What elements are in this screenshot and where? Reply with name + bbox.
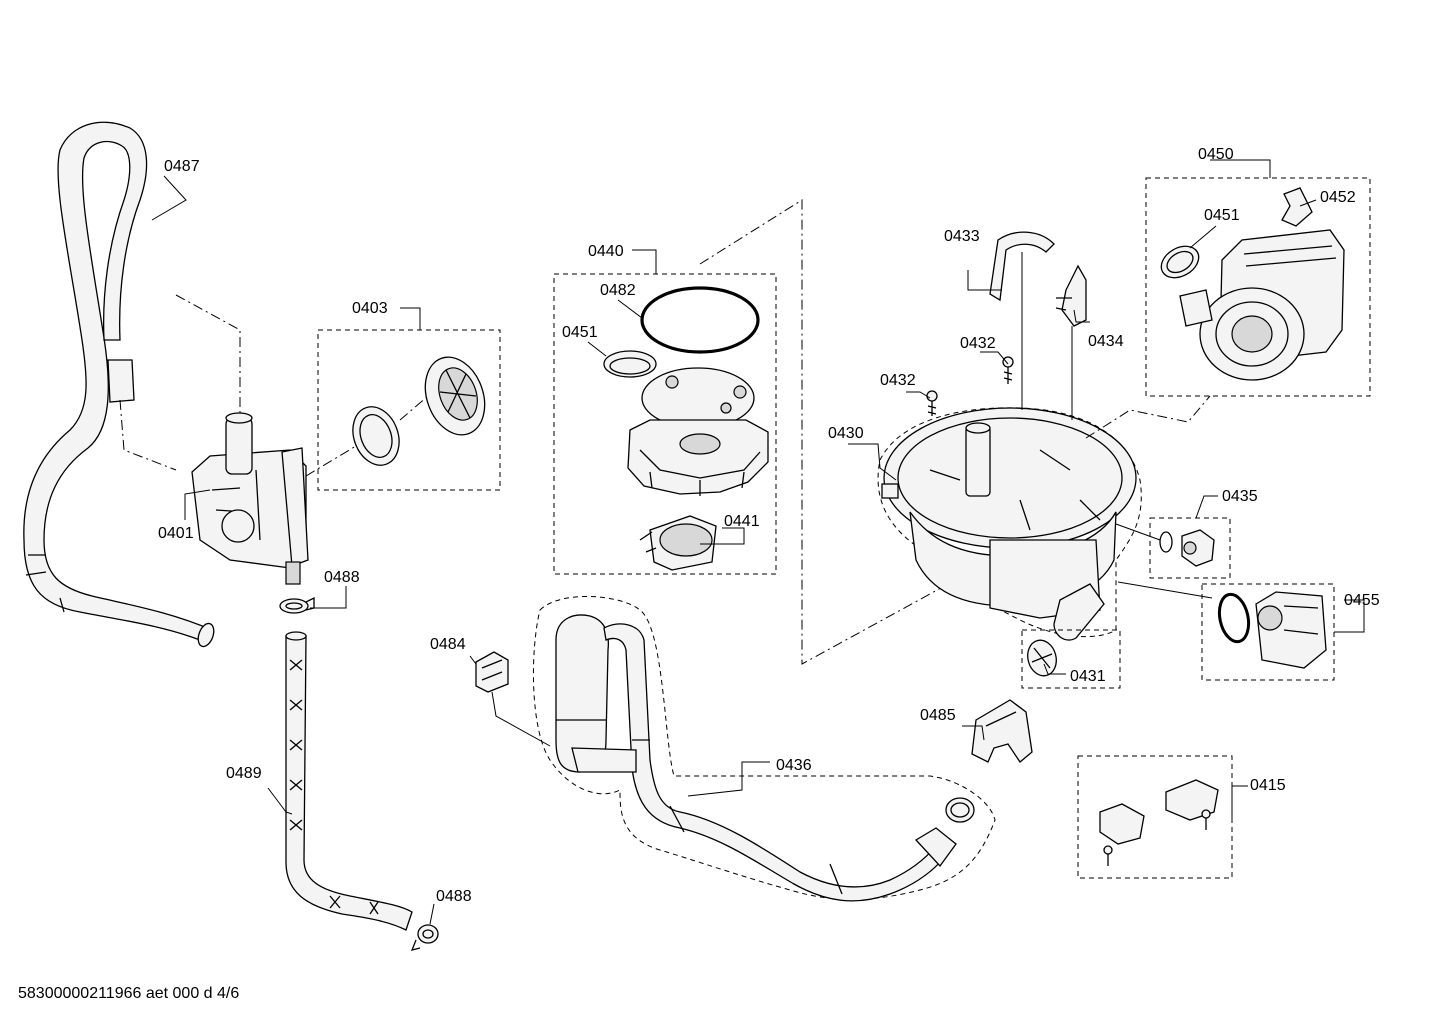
part-0431-nonreturn-valve[interactable] <box>1024 637 1060 679</box>
label-0455: 0455 <box>1344 592 1380 609</box>
part-0450-heat-pump[interactable] <box>1179 229 1345 381</box>
label-0403: 0403 <box>352 300 388 317</box>
part-0436-circulation-hose[interactable] <box>555 614 957 902</box>
label-0432-top: 0432 <box>960 335 996 352</box>
label-0488-top: 0488 <box>324 569 360 586</box>
label-0432-left: 0432 <box>880 372 916 389</box>
group-box-0431 <box>1021 629 1121 689</box>
part-0482-oring[interactable] <box>640 286 760 354</box>
label-0488-bottom: 0488 <box>436 888 472 905</box>
leader-lines <box>151 159 1365 925</box>
group-box-0450 <box>1145 177 1371 397</box>
label-0415: 0415 <box>1250 777 1286 794</box>
label-0434: 0434 <box>1088 333 1124 350</box>
part-0440-heater-assembly[interactable] <box>627 367 769 496</box>
part-0441-pump-motor-small[interactable] <box>639 515 717 571</box>
part-0435-sensor[interactable] <box>1159 529 1215 567</box>
part-number-labels: 0487 0403 0401 0488 0489 0488 0440 0482 … <box>158 146 1380 905</box>
label-0452: 0452 <box>1320 189 1356 206</box>
part-0489-inlet-hose[interactable] <box>285 631 413 931</box>
part-0432-screw-a[interactable] <box>1002 356 1014 384</box>
label-0436: 0436 <box>776 757 812 774</box>
label-0489: 0489 <box>226 765 262 782</box>
label-0435: 0435 <box>1222 488 1258 505</box>
label-0430: 0430 <box>828 425 864 442</box>
label-0431: 0431 <box>1070 668 1106 685</box>
label-0401: 0401 <box>158 525 194 542</box>
part-0432-screw-b[interactable] <box>926 390 938 416</box>
group-box-0403 <box>317 329 501 491</box>
label-0484: 0484 <box>430 636 466 653</box>
part-0403-check-valve[interactable] <box>345 349 495 472</box>
label-0482: 0482 <box>600 282 636 299</box>
label-0441: 0441 <box>724 513 760 530</box>
label-0487: 0487 <box>164 158 200 175</box>
part-0452-bracket[interactable] <box>1281 187 1313 227</box>
part-0436-seal[interactable] <box>945 797 975 823</box>
group-box-0415 <box>1077 755 1233 879</box>
document-code: 58300000211966 aet 000 d 4/6 <box>18 985 239 1002</box>
part-0451-hose-clamp[interactable] <box>603 350 657 378</box>
label-0451-left: 0451 <box>562 324 598 341</box>
part-0484-clip[interactable] <box>475 651 509 693</box>
part-0451-clamp-b[interactable] <box>1156 240 1205 284</box>
label-0451-right: 0451 <box>1204 207 1240 224</box>
part-0455-drain-pump[interactable] <box>1215 591 1327 669</box>
label-0433: 0433 <box>944 228 980 245</box>
part-0485-holder[interactable] <box>971 699 1033 763</box>
part-0401-valve[interactable] <box>191 412 309 585</box>
part-0487-drain-hose[interactable] <box>23 121 217 648</box>
part-0434-bracket[interactable] <box>1055 264 1087 327</box>
part-0430-sump[interactable] <box>881 407 1137 641</box>
part-0433-clip[interactable] <box>989 231 1055 302</box>
label-0440: 0440 <box>588 243 624 260</box>
label-0485: 0485 <box>920 707 956 724</box>
part-0488-clamp-bottom[interactable] <box>410 924 439 951</box>
label-0450: 0450 <box>1198 146 1234 163</box>
part-0488-clamp-top[interactable] <box>279 596 315 614</box>
group-box-0435 <box>1149 517 1231 579</box>
group-box-0440 <box>553 273 777 575</box>
part-0415-fixing-set[interactable] <box>1099 779 1219 866</box>
